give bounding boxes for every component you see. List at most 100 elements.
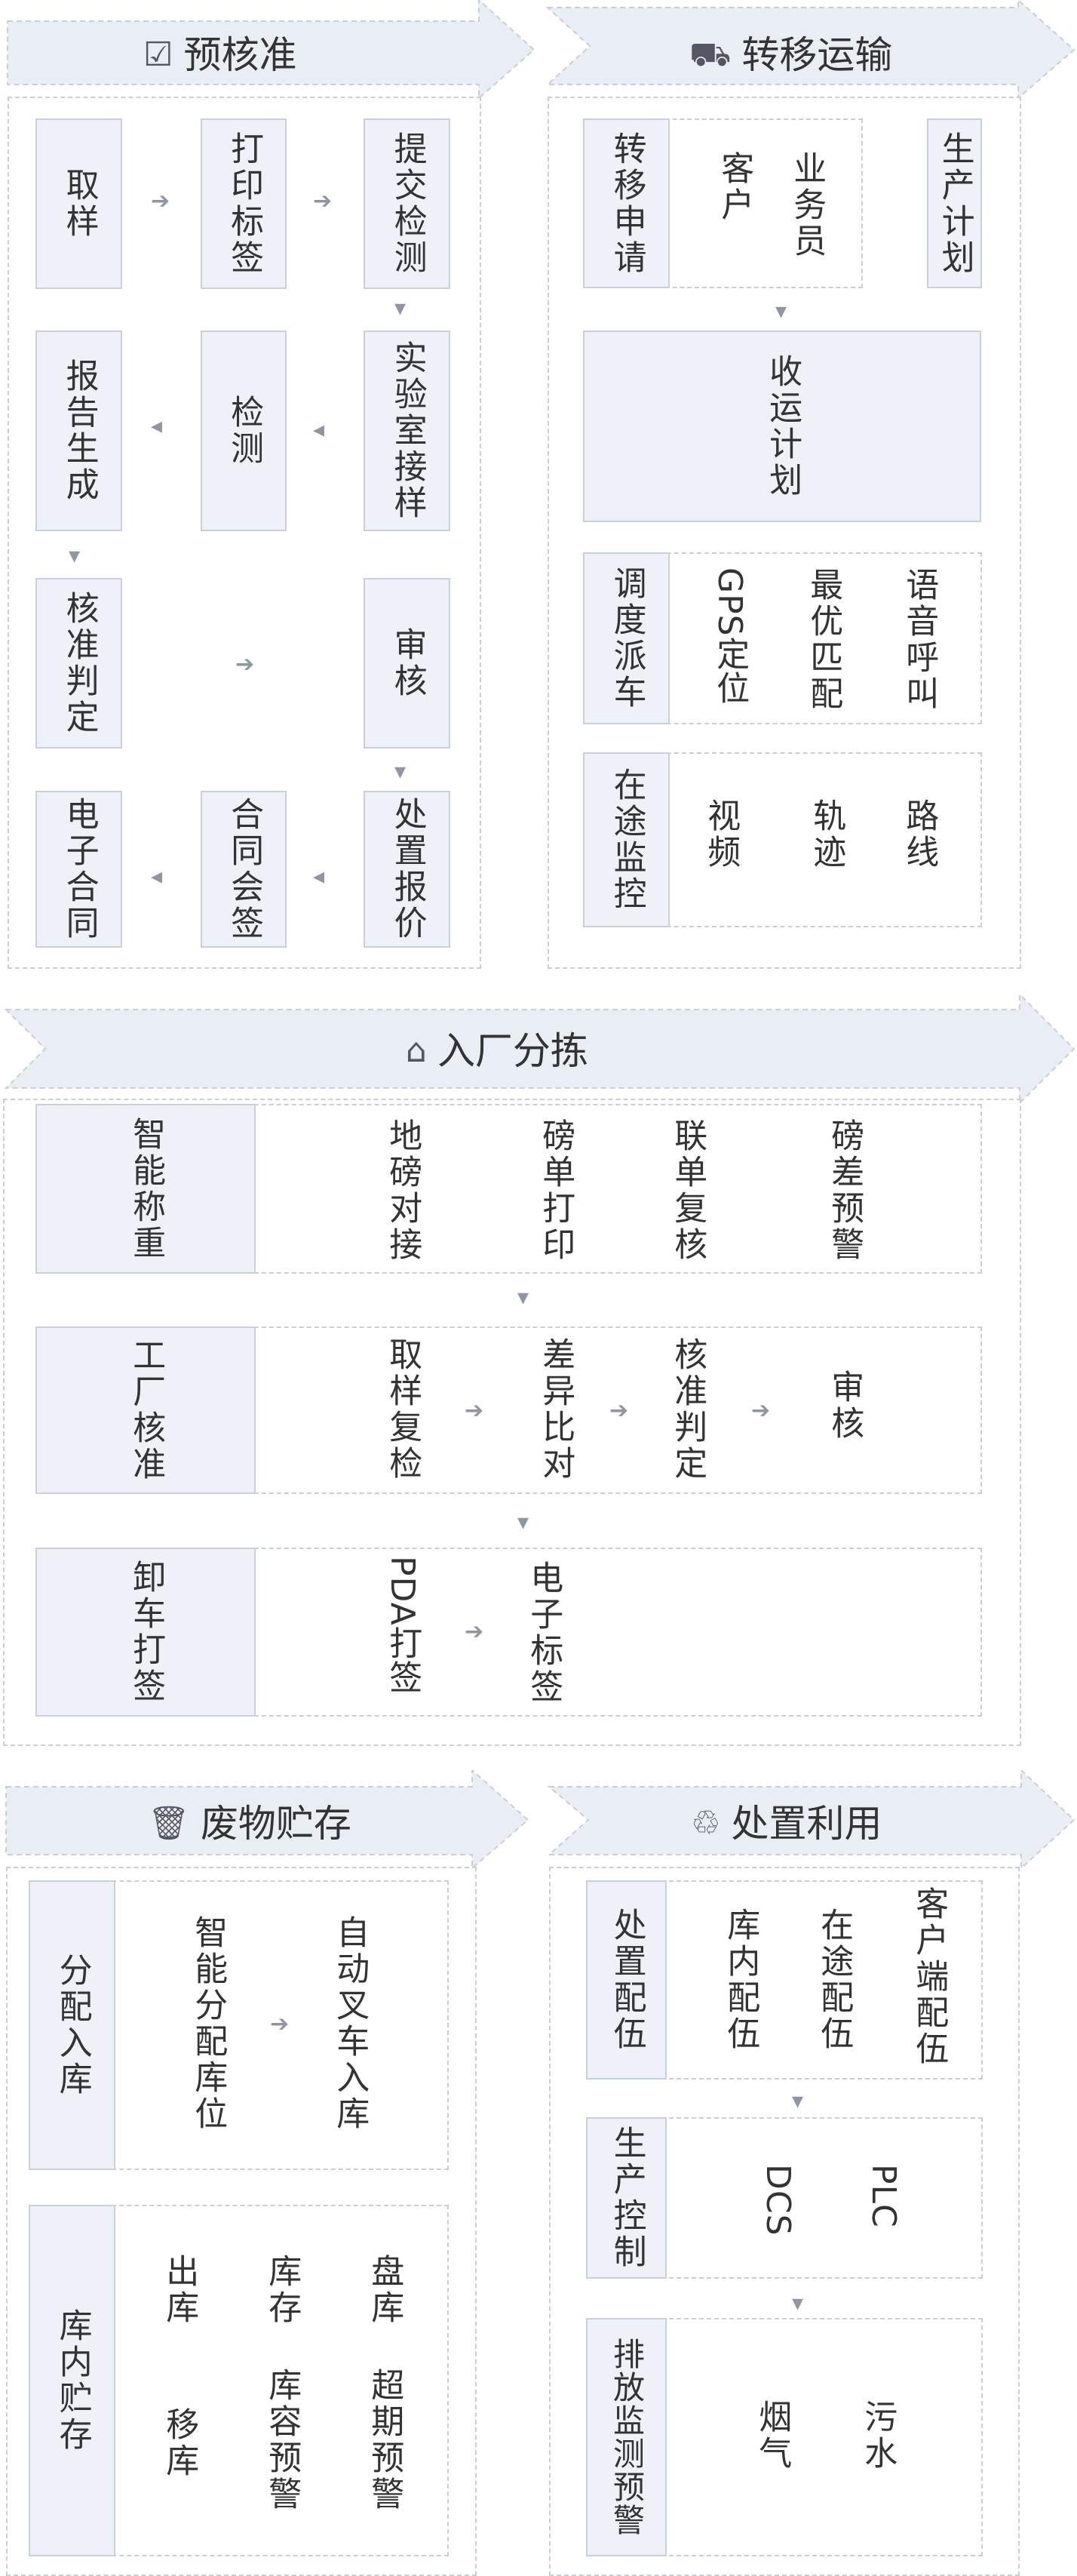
step-test[interactable]: 检测 [201,330,287,531]
unload-label[interactable]: 卸车打签 [35,1548,256,1717]
approve-judge[interactable]: 核准判定 [668,1337,707,1482]
arrow-down-icon: ▾ [69,543,81,569]
dispatch-label[interactable]: 调度派车 [583,552,670,724]
monitor-label[interactable]: 在途监控 [583,752,670,927]
approve-diff-compare[interactable]: 差异比对 [536,1337,575,1482]
step-e-contract[interactable]: 电子合同 [35,791,122,948]
storage-header-banner [5,1770,529,1868]
inner-overdue-alert[interactable]: 超期预警 [365,2368,404,2513]
arrow-down-icon: ▾ [394,758,407,785]
transfer-apply-customer[interactable]: 客户 [715,151,754,223]
arrow-right-icon: ➔ [270,2011,290,2037]
assign-forklift-in[interactable]: 自动叉车入库 [330,1915,370,2132]
prelim-header-banner [7,0,535,98]
assign-smart-slot[interactable]: 智能分配库位 [189,1915,228,2132]
arrow-down-icon: ▾ [517,1509,529,1535]
monitor-video[interactable]: 视频 [701,798,741,871]
monitor-track[interactable]: 轨迹 [807,798,846,871]
weigh-manifest-check[interactable]: 联单复核 [668,1118,707,1263]
emission-label[interactable]: 排放监测预警 [586,2318,667,2556]
disposal-header: ♲ 处置利用 [545,1770,1077,1868]
arrow-right-icon: ➔ [465,1618,484,1645]
inner-outbound[interactable]: 出库 [160,2254,199,2326]
mix-in-warehouse[interactable]: 库内配伍 [721,1907,760,2052]
sorting-header: ⌂ 入厂分拣 [0,994,1077,1103]
approve-review[interactable]: 审核 [825,1369,864,1442]
approve-label[interactable]: 工厂核准 [35,1326,256,1494]
arrow-left-icon: ◂ [151,863,163,890]
inner-move[interactable]: 移库 [160,2407,199,2479]
receive-plan[interactable]: 收运计划 [583,330,981,522]
control-plc[interactable]: PLC [864,2164,904,2228]
shuffle-house-icon: ⌂ [406,1031,427,1070]
arrow-right-icon: ➔ [465,1397,484,1424]
step-print-label[interactable]: 打印标签 [201,118,287,289]
arrow-down-icon: ▾ [792,2290,804,2316]
mix-in-transit[interactable]: 在途配伍 [815,1907,854,2052]
inner-capacity-alert[interactable]: 库容预警 [262,2368,302,2513]
arrow-right-icon: ➔ [235,651,255,678]
step-quote[interactable]: 处置报价 [364,791,450,948]
sorting-frame [3,1099,1021,1746]
transfer-apply-salesperson[interactable]: 业务员 [787,151,827,260]
arrow-right-icon: ➔ [751,1397,771,1424]
arrow-right-icon: ➔ [313,188,333,214]
control-label[interactable]: 生产控制 [586,2117,667,2279]
recycle-icon: ♲ [691,1804,721,1843]
emission-flue-gas[interactable]: 烟气 [753,2399,792,2472]
control-dcs[interactable]: DCS [759,2164,798,2236]
unload-e-label[interactable]: 电子标签 [524,1560,563,1705]
prelim-header: ☑ 预核准 [0,0,537,98]
approve-resample[interactable]: 取样复检 [383,1337,422,1482]
dispatch-best-match[interactable]: 最优匹配 [804,567,843,712]
truck-icon: ⛟ [689,35,732,74]
assign-label[interactable]: 分配入库 [29,1880,115,2170]
inner-stocktake[interactable]: 盘库 [365,2254,404,2326]
sorting-title: ⌂ 入厂分拣 [406,1029,588,1073]
storage-title: 🗑 废物贮存 [148,1802,351,1846]
transfer-title: ⛟ 转移运输 [689,33,893,77]
arrow-down-icon: ▾ [775,298,787,324]
arrow-left-icon: ◂ [151,413,163,439]
storage-header: 🗑 废物贮存 [0,1770,537,1868]
transfer-header-banner [545,0,1075,98]
weigh-slip-print[interactable]: 磅单打印 [536,1118,575,1263]
sorting-header-banner [4,994,1075,1103]
emission-wastewater[interactable]: 污水 [858,2399,898,2472]
arrow-right-icon: ➔ [609,1397,629,1424]
step-review[interactable]: 审核 [364,578,450,749]
inner-label[interactable]: 库内贮存 [29,2205,115,2556]
step-lab-receive[interactable]: 实验室接样 [364,330,450,531]
disposal-frame [549,1867,1020,2576]
transfer-frame [548,97,1021,969]
dispatch-voice-call[interactable]: 语音呼叫 [900,567,939,712]
inner-inventory[interactable]: 库存 [262,2254,302,2326]
weigh-diff-alert[interactable]: 磅差预警 [825,1118,864,1263]
transfer-header: ⛟ 转移运输 [545,0,1077,98]
step-submit-test[interactable]: 提交检测 [364,118,450,289]
step-sampling[interactable]: 取样 [35,118,122,289]
unload-pda-label[interactable]: PDA打签 [383,1556,422,1694]
arrow-left-icon: ◂ [313,863,325,890]
weigh-label[interactable]: 智能称重 [35,1104,256,1274]
step-approve-judge[interactable]: 核准判定 [35,578,122,749]
prelim-title: ☑ 预核准 [143,33,297,77]
step-contract-sign[interactable]: 合同会签 [201,791,287,948]
mix-label[interactable]: 处置配伍 [586,1880,667,2080]
storage-frame [6,1867,477,2576]
transfer-apply-label[interactable]: 转移申请 [583,118,670,288]
step-report[interactable]: 报告生成 [35,330,122,531]
document-check-icon: ☑ [143,35,173,74]
arrow-right-icon: ➔ [151,188,170,214]
arrow-down-icon: ▾ [792,2088,804,2114]
arrow-down-icon: ▾ [394,295,407,321]
weigh-scale-link[interactable]: 地磅对接 [383,1118,422,1263]
arrow-left-icon: ◂ [313,417,325,443]
prelim-frame [8,97,481,969]
monitor-route[interactable]: 路线 [900,798,939,871]
production-plan[interactable]: 生产计划 [927,118,982,288]
disposal-header-banner [547,1770,1075,1868]
trash-icon: 🗑 [148,1804,190,1843]
dispatch-gps[interactable]: GPS定位 [710,567,750,705]
mix-client-side[interactable]: 客户端配伍 [910,1886,949,2067]
